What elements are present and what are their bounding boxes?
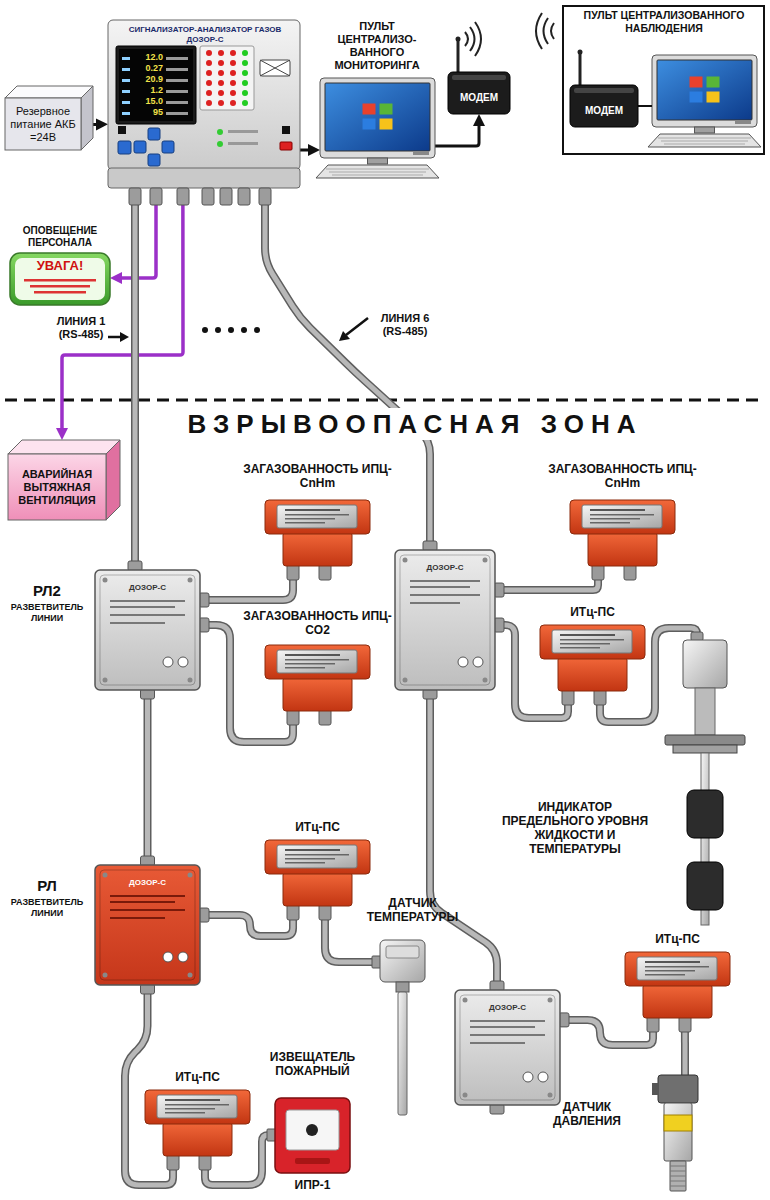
battery-box: Резервное питание АКБ =24В	[5, 86, 93, 150]
node-text: Резервное питание АКБ =24В	[5, 98, 81, 150]
sensor-drawing	[265, 500, 370, 580]
line-splitter: ДОЗОР-С	[455, 990, 560, 1105]
rs485-cable	[560, 1020, 653, 1045]
node-text: ЗАГАЗОВАННОСТЬ ИПЦ-CnHm	[235, 462, 400, 490]
signal-converter: ИТц-ПС	[540, 625, 645, 705]
node-text: ЗАГАЗОВАННОСТЬ ИПЦ-CnHm	[540, 462, 705, 490]
connector-arrow	[435, 114, 485, 146]
node-subtext: ДОЗОР-С	[95, 583, 200, 593]
node-text: ПУЛЬТ ЦЕНТРАЛИЗОВАННОГО НАБЛЮДЕНИЯ	[570, 9, 758, 35]
line-splitter: РЛРАЗВЕТВИТЕЛЬ ЛИНИИДОЗОР-С	[95, 865, 200, 985]
sensor-drawing	[265, 645, 370, 725]
node-text: СИГНАЛИЗАТОР-АНАЛИЗАТОР ГАЗОВ ДОЗОР-С	[122, 25, 288, 45]
node-subtext: РАЗВЕТВИТЕЛЬ ЛИНИИ	[3, 602, 91, 624]
node-text: ИТц-ПС	[615, 932, 740, 946]
fire-call-point: ИЗВЕЩАТЕЛЬ ПОЖАРНЫЙИПР-1	[275, 1098, 350, 1173]
line-label: ЛИНИЯ 6 (RS-485)	[372, 312, 438, 338]
rs485-cable	[200, 915, 293, 936]
zone-title: ВЗРЫВООПАСНАЯ ЗОНА	[150, 408, 680, 440]
central-console-frame: ПУЛЬТ ЦЕНТРАЛИЗОВАННОГО НАБЛЮДЕНИЯ МОДЕМ	[562, 5, 765, 155]
rs485-cable	[430, 690, 497, 990]
fire-drawing	[275, 1098, 350, 1173]
node-text: ОПОВЕЩЕНИЕ ПЕРСОНАЛА	[0, 225, 120, 249]
node-text: ДАТЧИК ТЕМПЕРАТУРЫ	[350, 896, 475, 924]
node-text: РЛ2	[3, 582, 91, 600]
connector-arrow	[300, 144, 320, 156]
node-text: ДОЗОР-С	[455, 1003, 560, 1013]
node-text: ЗАГАЗОВАННОСТЬ ИПЦ-CO2	[235, 609, 400, 637]
node-text: ИНДИКАТОР ПРЕДЕЛЬНОГО УРОВНЯ ЖИДКОСТИ И …	[495, 800, 655, 856]
leader-arrow	[339, 318, 368, 341]
gsm-modem: МОДЕМ	[448, 72, 510, 114]
gas-analyzer-device: СИГНАЛИЗАТОР-АНАЛИЗАТОР ГАЗОВ ДОЗОР-С	[108, 20, 300, 205]
rs485-cable	[265, 205, 430, 550]
line-splitter: ДОЗОР-С	[395, 550, 495, 690]
node-text: ДАТЧИК ДАВЛЕНИЯ	[533, 1100, 641, 1128]
display-value: 1.2	[131, 85, 163, 96]
signal-converter: ИТц-ПС	[625, 952, 730, 1032]
gas-sensor: ЗАГАЗОВАННОСТЬ ИПЦ-CnHm	[570, 500, 675, 580]
node-subtext: ДОЗОР-С	[95, 878, 200, 888]
gas-sensor: ЗАГАЗОВАННОСТЬ ИПЦ-CnHm	[265, 500, 370, 580]
leader-arrow	[108, 332, 129, 342]
signal-converter: ИТц-ПС	[265, 840, 370, 920]
node-text: ИТц-ПС	[135, 1070, 260, 1084]
display-value: 15.0	[131, 96, 163, 107]
display-value: 12.0	[131, 52, 163, 63]
sensor-drawing	[625, 952, 730, 1032]
node-subtext: РАЗВЕТВИТЕЛЬ ЛИНИИ	[3, 897, 91, 919]
node-text: ИТц-ПС	[530, 605, 655, 619]
level-drawing	[665, 640, 745, 925]
display-value: 0.27	[131, 63, 163, 74]
rs485-cable	[684, 1032, 685, 1075]
sensor-drawing	[570, 500, 675, 580]
pc-drawing	[320, 78, 435, 158]
rs485-cable	[147, 690, 148, 865]
device-drawing	[108, 20, 300, 205]
node-text: ДОЗОР-С	[395, 563, 495, 573]
node-text: ИЗВЕЩАТЕЛЬ ПОЖАРНЫЙ	[245, 1050, 380, 1078]
sensor-drawing	[145, 1090, 250, 1170]
pressure-drawing	[648, 1075, 708, 1193]
alarm-sign: ОПОВЕЩЕНИЕ ПЕРСОНАЛАУВАГА!	[10, 253, 110, 305]
node-text: МОДЕМ	[570, 95, 638, 127]
level-indicator: ИНДИКАТОР ПРЕДЕЛЬНОГО УРОВНЯ ЖИДКОСТИ И …	[665, 640, 745, 925]
node-text: РЛ	[3, 877, 91, 895]
node-subtext: ИПР-1	[265, 1178, 360, 1192]
gsm-modem: МОДЕМ	[570, 85, 638, 127]
sensor-drawing	[540, 625, 645, 705]
line-label: ЛИНИЯ 1 (RS-485)	[50, 315, 112, 341]
ellipsis-dots	[202, 327, 260, 333]
signal-converter: ИТц-ПС	[145, 1090, 250, 1170]
node-text: МОДЕМ	[448, 82, 510, 114]
rs485-cable	[200, 580, 293, 600]
pressure-sensor: ДАТЧИК ДАВЛЕНИЯ	[648, 1075, 708, 1193]
sensor-drawing	[265, 840, 370, 920]
connector-arrow	[93, 118, 108, 130]
box3d-drawing	[8, 440, 120, 520]
monitoring-pc: ПУЛЬТ ЦЕНТРАЛИЗО- ВАННОГО МОНИТОРИНГА	[320, 78, 435, 158]
temperature-sensor: ДАТЧИК ТЕМПЕРАТУРЫ	[380, 940, 425, 1115]
rs485-cable	[200, 625, 293, 742]
rs485-cable	[325, 920, 380, 962]
node-subtext: УВАГА!	[10, 258, 110, 274]
display-value: 95	[131, 107, 163, 118]
node-text: ПУЛЬТ ЦЕНТРАЛИЗО- ВАННОГО МОНИТОРИНГА	[322, 20, 432, 72]
display-value: 20.9	[131, 74, 163, 85]
rs485-cable	[495, 580, 598, 590]
node-text: ИТц-ПС	[255, 820, 380, 834]
rs485-cable	[134, 205, 135, 570]
ventilation-box: АВАРИЙНАЯ ВЫТЯЖНАЯ ВЕНТИЛЯЦИЯ	[8, 440, 120, 520]
temp-drawing	[380, 940, 425, 1115]
gas-sensor: ЗАГАЗОВАННОСТЬ ИПЦ-CO2	[265, 645, 370, 725]
node-text: АВАРИЙНАЯ ВЫТЯЖНАЯ ВЕНТИЛЯЦИЯ	[8, 454, 106, 520]
line-splitter: РЛ2РАЗВЕТВИТЕЛЬ ЛИНИИДОЗОР-С	[95, 570, 200, 690]
